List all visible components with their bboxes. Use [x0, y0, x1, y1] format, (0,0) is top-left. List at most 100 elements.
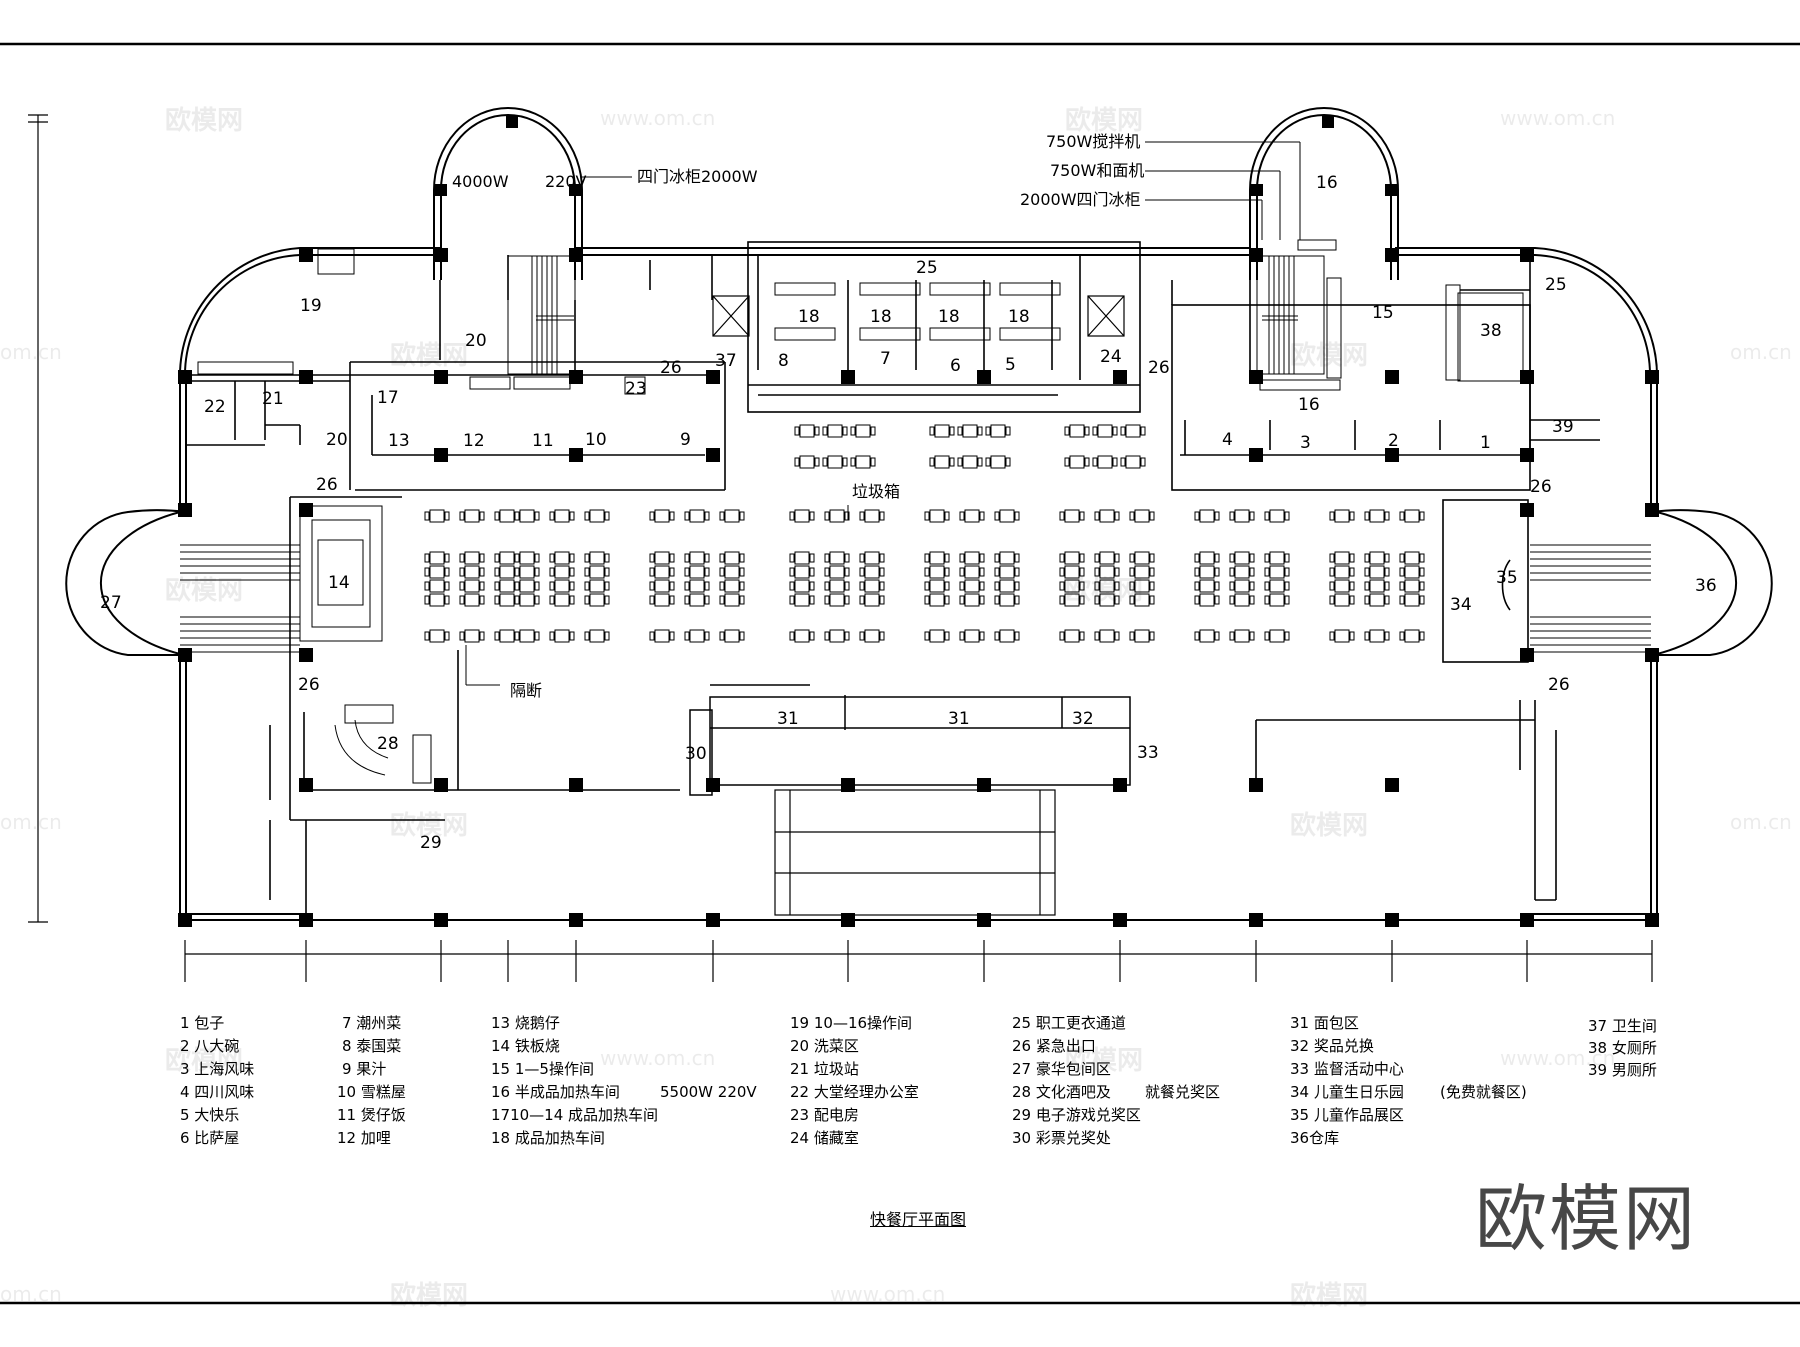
area-14: 14	[328, 573, 350, 593]
legend-item: 22 大堂经理办公室	[790, 1083, 919, 1101]
area-18d: 18	[1008, 307, 1030, 327]
dining-table	[957, 455, 983, 469]
dining-table	[824, 565, 850, 579]
column	[977, 913, 991, 927]
legend-item: 33 监督活动中心	[1290, 1060, 1404, 1078]
column	[569, 370, 583, 384]
dining-table	[959, 579, 985, 593]
area-16b: 16	[1298, 395, 1320, 415]
column	[178, 913, 192, 927]
dining-table	[424, 509, 450, 523]
dining-table	[824, 629, 850, 643]
column	[299, 503, 313, 517]
area-numbers: 1 2 3 4 5 6 7 8 9 10 11 12 13 14 15 16 1…	[100, 173, 1717, 853]
dining-table	[1229, 551, 1255, 565]
area-9: 9	[680, 430, 691, 450]
column	[299, 778, 313, 792]
service-counter	[689, 684, 1131, 796]
dining-table	[1194, 579, 1220, 593]
area-28: 28	[377, 734, 399, 754]
dining-table	[684, 565, 710, 579]
area-25a: 25	[916, 258, 938, 278]
dining-table	[994, 579, 1020, 593]
interior-walls	[186, 241, 1600, 920]
legend-item: 31 面包区	[1290, 1014, 1359, 1032]
legend-item: 18 成品加热车间	[491, 1129, 605, 1147]
legend-item: 29 电子游戏兑奖区	[1012, 1106, 1141, 1124]
dining-table	[459, 509, 485, 523]
dining-table	[1059, 565, 1085, 579]
column	[1113, 913, 1127, 927]
dining-table	[719, 629, 745, 643]
column	[569, 913, 583, 927]
area-26d: 26	[1530, 477, 1552, 497]
dining-table	[1364, 551, 1390, 565]
column	[977, 778, 991, 792]
area-18a: 18	[798, 307, 820, 327]
column	[841, 778, 855, 792]
dining-table	[824, 593, 850, 607]
dining-table	[1229, 629, 1255, 643]
area-17: 17	[377, 388, 399, 408]
dining-table	[1194, 551, 1220, 565]
dining-table	[959, 551, 985, 565]
dining-table	[1129, 551, 1155, 565]
dining-table	[1329, 629, 1355, 643]
legend-item: 11 煲仔饭	[337, 1106, 406, 1124]
dining-table	[859, 509, 885, 523]
dining-table	[684, 629, 710, 643]
note-left-fridge: 四门冰柜2000W	[637, 167, 758, 186]
dining-table	[1329, 509, 1355, 523]
dining-table	[719, 551, 745, 565]
dining-table	[789, 551, 815, 565]
column	[506, 116, 518, 128]
dining-table	[514, 551, 540, 565]
area-24: 24	[1100, 347, 1122, 367]
legend-item: 4 四川风味	[180, 1083, 255, 1101]
dining-area	[424, 282, 1425, 643]
area-35: 35	[1496, 568, 1518, 588]
dining-table	[1229, 509, 1255, 523]
column	[1251, 184, 1263, 196]
dining-table	[584, 629, 610, 643]
legend-item: 39 男厕所	[1588, 1061, 1657, 1079]
legend-item: 34 儿童生日乐园	[1290, 1083, 1404, 1101]
leader-lines	[465, 141, 1301, 686]
legend-item: 2 八大碗	[180, 1037, 240, 1055]
dining-table	[1194, 593, 1220, 607]
dining-table	[1194, 565, 1220, 579]
column	[1520, 503, 1534, 517]
dining-table	[424, 551, 450, 565]
dining-table	[1194, 509, 1220, 523]
dining-table	[789, 629, 815, 643]
column	[706, 370, 720, 384]
area-18c: 18	[938, 307, 960, 327]
left-dimension-line	[28, 114, 48, 923]
dining-table	[1264, 509, 1290, 523]
dining-table	[649, 565, 675, 579]
dining-table	[794, 455, 820, 469]
area-20b: 20	[326, 430, 348, 450]
area-2: 2	[1388, 431, 1399, 451]
column	[435, 184, 447, 196]
column	[569, 778, 583, 792]
column	[1520, 913, 1534, 927]
dining-table	[424, 593, 450, 607]
column	[1113, 778, 1127, 792]
note-right-fridge: 2000W四门冰柜	[1020, 190, 1141, 209]
area-3: 3	[1300, 433, 1311, 453]
area-23: 23	[625, 379, 647, 399]
legend-item: 5 大快乐	[180, 1106, 240, 1124]
dining-table	[985, 424, 1011, 438]
column	[299, 248, 313, 262]
dining-table	[549, 551, 575, 565]
dining-table	[459, 579, 485, 593]
area-13: 13	[388, 431, 410, 451]
dining-table	[1094, 629, 1120, 643]
dining-table	[649, 593, 675, 607]
dining-table	[789, 509, 815, 523]
legend-item: 10 雪糕屋	[337, 1083, 406, 1101]
area-4: 4	[1222, 430, 1233, 450]
dining-table	[924, 593, 950, 607]
dining-table	[824, 509, 850, 523]
